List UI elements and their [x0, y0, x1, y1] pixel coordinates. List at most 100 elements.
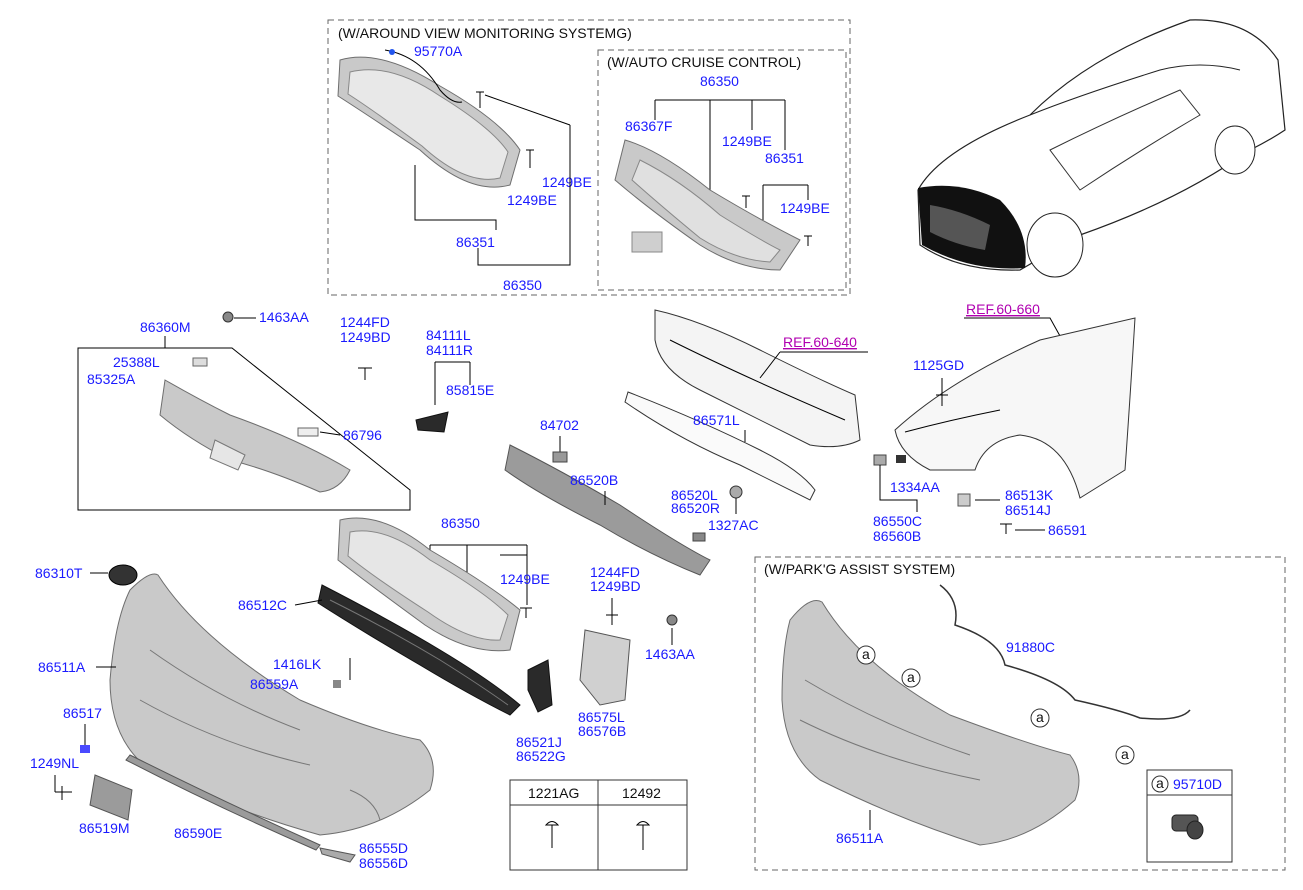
bumper-trim-piece[interactable] [319, 847, 356, 863]
label-1249BE-acc-b[interactable]: 1249BE [780, 200, 830, 216]
label-1249NL[interactable]: 1249NL [30, 755, 79, 771]
bumper-carrier[interactable] [654, 309, 861, 448]
cowl-clip-icon [222, 311, 234, 323]
sensor-marker-1[interactable]: a [856, 645, 876, 665]
label-85325A[interactable]: 85325A [87, 371, 136, 387]
table-header-12492: 12492 [622, 785, 661, 801]
label-86513K[interactable]: 86513K [1005, 487, 1054, 503]
seal-bracket[interactable] [415, 411, 449, 433]
label-86350-avm[interactable]: 86350 [503, 277, 542, 293]
ref-60-660[interactable]: REF.60-660 [966, 301, 1040, 317]
acc-group-box [597, 49, 847, 291]
label-1249BE-avm-a[interactable]: 1249BE [542, 174, 592, 190]
front-fender[interactable] [894, 317, 1136, 499]
label-86571L[interactable]: 86571L [693, 412, 740, 428]
leader-86351-acc [762, 184, 809, 220]
avm-screw-top-icon [476, 91, 484, 108]
screw-86591-icon [1000, 523, 1012, 534]
label-86310T[interactable]: 86310T [35, 565, 83, 581]
clip-1463AA-b-icon [666, 614, 678, 626]
label-1249BE-acc-a[interactable]: 1249BE [722, 133, 772, 149]
clip-86559A-icon [333, 680, 341, 688]
label-86520L[interactable]: 86520L [671, 487, 718, 503]
label-86796[interactable]: 86796 [343, 427, 382, 443]
label-86519M[interactable]: 86519M [79, 820, 130, 836]
bumper-lip[interactable] [125, 754, 321, 851]
cowl-pad-icon [192, 357, 208, 367]
label-1244FD-a[interactable]: 1244FD [340, 314, 390, 330]
label-91880C[interactable]: 91880C [1006, 639, 1055, 655]
acc-grille[interactable] [614, 139, 801, 271]
energy-absorber[interactable] [504, 444, 711, 576]
lower-grille[interactable] [317, 584, 521, 716]
label-86512C[interactable]: 86512C [238, 597, 287, 613]
ref-60-640[interactable]: REF.60-640 [783, 334, 857, 350]
label-86351-acc[interactable]: 86351 [765, 150, 804, 166]
label-86560B[interactable]: 86560B [873, 528, 921, 544]
label-86591[interactable]: 86591 [1048, 522, 1087, 538]
label-1463AA-top[interactable]: 1463AA [259, 309, 309, 325]
label-86360M[interactable]: 86360M [140, 319, 191, 335]
label-86555D[interactable]: 86555D [359, 840, 408, 856]
label-86590E[interactable]: 86590E [174, 825, 222, 841]
label-86517[interactable]: 86517 [63, 705, 102, 721]
label-1334AA[interactable]: 1334AA [890, 479, 940, 495]
label-86351-avm[interactable]: 86351 [456, 234, 495, 250]
radiator-grille[interactable] [337, 517, 521, 652]
label-86550C[interactable]: 86550C [873, 513, 922, 529]
label-86575L[interactable]: 86575L [578, 709, 625, 725]
label-85815E[interactable]: 85815E [446, 382, 494, 398]
label-95770A[interactable]: 95770A [414, 43, 463, 59]
nut-1327AC-icon [729, 485, 743, 499]
fender-grommet-icon [957, 493, 971, 507]
label-1249BE-avm-b[interactable]: 1249BE [507, 192, 557, 208]
cowl-screw-icon [358, 367, 372, 380]
label-1249BD-b[interactable]: 1249BD [590, 578, 641, 594]
label-86521J[interactable]: 86521J [516, 734, 562, 750]
screw-12492-icon [635, 821, 651, 850]
label-25388L[interactable]: 25388L [113, 354, 160, 370]
label-1249BD-a[interactable]: 1249BD [340, 329, 391, 345]
label-1244FD-b[interactable]: 1244FD [590, 564, 640, 580]
screw-1249NL-icon [55, 786, 72, 800]
avm-grille[interactable] [337, 56, 521, 188]
sensor-marker-4[interactable]: a [1115, 745, 1135, 765]
label-86511A-pas[interactable]: 86511A [836, 830, 884, 846]
label-86559A[interactable]: 86559A [250, 676, 299, 692]
cowl-cover[interactable] [159, 379, 351, 493]
leader-86350-avm [477, 125, 571, 266]
clip-86517-icon [80, 745, 90, 753]
label-86520R[interactable]: 86520R [671, 500, 720, 516]
fog-lamp-garnish[interactable] [527, 659, 553, 713]
label-86556D[interactable]: 86556D [359, 855, 408, 871]
bumper-side-bracket[interactable] [579, 629, 631, 706]
label-86350-acc[interactable]: 86350 [700, 73, 739, 89]
label-84702[interactable]: 84702 [540, 417, 579, 433]
front-bumper-cover[interactable] [109, 573, 434, 836]
label-1463AA-bottom[interactable]: 1463AA [645, 646, 695, 662]
label-86511A-main[interactable]: 86511A [38, 659, 86, 675]
label-86350-mid[interactable]: 86350 [441, 515, 480, 531]
label-86576B[interactable]: 86576B [578, 723, 626, 739]
label-95710D[interactable]: 95710D [1173, 776, 1222, 792]
label-86367F[interactable]: 86367F [625, 118, 672, 134]
label-1327AC[interactable]: 1327AC [708, 517, 759, 533]
parking-sensor-icon [1171, 814, 1204, 840]
sensor-marker-2[interactable]: a [901, 668, 921, 688]
label-84111R[interactable]: 84111R [426, 342, 473, 358]
avm-camera-harness [384, 49, 463, 103]
label-1125GD[interactable]: 1125GD [913, 357, 964, 373]
park-assist-harness[interactable] [939, 584, 1191, 720]
label-86514J[interactable]: 86514J [1005, 502, 1051, 518]
label-1249BE-mid[interactable]: 1249BE [500, 571, 550, 587]
label-1416LK[interactable]: 1416LK [273, 656, 322, 672]
fender-screw-icon [936, 394, 948, 406]
bumper-beam[interactable] [624, 391, 816, 501]
sensor-marker-3[interactable]: a [1030, 708, 1050, 728]
label-86520B[interactable]: 86520B [570, 472, 618, 488]
sensor-marker-3-text: a [1036, 709, 1044, 725]
label-84111L[interactable]: 84111L [426, 327, 471, 343]
label-86522G[interactable]: 86522G [516, 748, 566, 764]
license-plate-bracket[interactable] [89, 774, 133, 821]
